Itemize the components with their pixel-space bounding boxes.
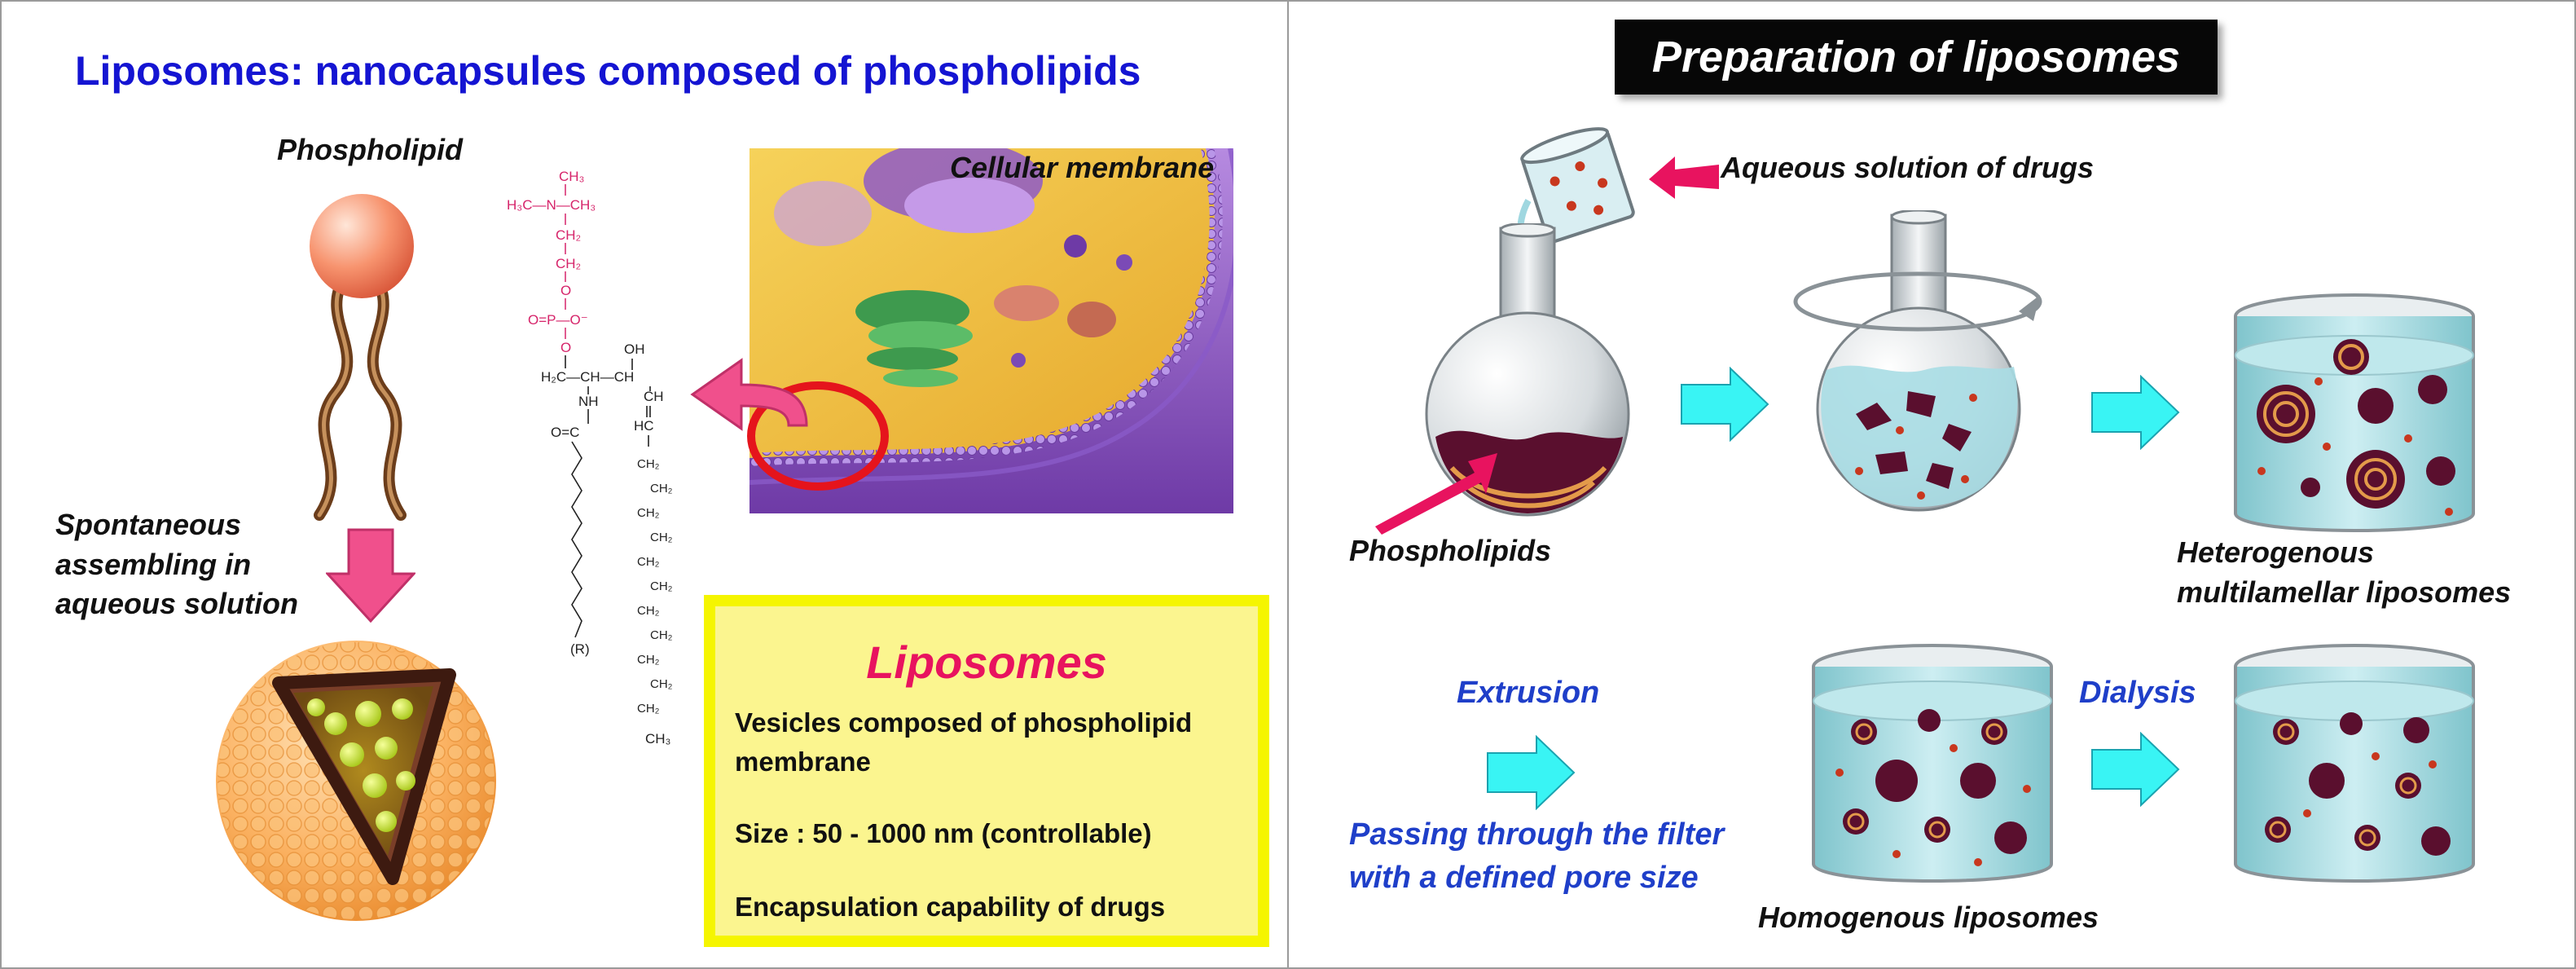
- formula-ch2-unit: CH₂: [637, 653, 660, 667]
- liposomes-info-box: Liposomes Vesicles composed of phospholi…: [704, 595, 1269, 947]
- cellular-membrane-illustration: [750, 148, 1233, 513]
- phospholipid-label: Phospholipid: [277, 133, 463, 166]
- formula-ch2-unit: CH₂: [650, 628, 673, 642]
- membrane-to-formula-arrow-icon: [690, 358, 808, 431]
- assembly-label-line1: Spontaneous: [55, 508, 242, 541]
- formula-ch2-unit: CH₂: [650, 677, 673, 691]
- formula-ch2-unit: CH₂: [637, 506, 660, 520]
- formula-ch2-chain: CH₂ CH₂ CH₂ CH₂ CH₂ CH₂ CH₂ CH₂ CH₂ CH₂ CH₂: [637, 457, 673, 716]
- dialysis-label: Dialysis: [2079, 676, 2196, 710]
- dialysis-arrow-icon: [2091, 732, 2180, 807]
- assembly-label: Spontaneous assembling in aqueous soluti…: [55, 505, 298, 624]
- formula-o-bottom: O: [560, 340, 571, 355]
- formula-ch2-b: CH₂: [556, 256, 581, 271]
- formula-r-group: (R): [570, 641, 590, 657]
- phospholipid-structural-formula: CH₃ H₃C—N—CH₃ CH₂ CH₂ O O=P—O⁻ O H₂C—CH—…: [507, 169, 673, 747]
- formula-ch-alkene: CH: [644, 389, 664, 404]
- formula-carbonyl: O=C: [551, 425, 579, 440]
- assembly-arrow-icon: [326, 528, 415, 623]
- pouring-beaker-illustration: [1517, 127, 1635, 247]
- filter-label-line2: with a defined pore size: [1349, 861, 1699, 896]
- formula-ch2-unit: CH₂: [637, 457, 660, 471]
- aqueous-pointer-arrow-icon: [1649, 156, 1719, 199]
- formula-ch3-end: CH₃: [645, 731, 670, 747]
- step-arrow-2-icon: [2091, 375, 2180, 450]
- beaker-dialyzed-illustration: [2234, 644, 2475, 883]
- info-box-line2: Size : 50 - 1000 nm (controllable): [735, 817, 1152, 848]
- assembly-label-line3: aqueous solution: [55, 587, 299, 621]
- formula-phosphate: O=P—O⁻: [528, 312, 588, 328]
- filter-label: Passing through the filter with a define…: [1349, 813, 1724, 900]
- info-box-line1: Vesicles composed of phospholipid membra…: [735, 707, 1193, 777]
- aqueous-solution-label: Aqueous solution of drugs: [1721, 151, 2094, 184]
- extrusion-arrow-icon: [1487, 735, 1576, 810]
- flask-rotation-hydration-illustration: [1793, 210, 2042, 512]
- beaker-homogenous-illustration: [1812, 644, 2053, 883]
- heterogenous-label-line2: multilamellar liposomes: [2177, 575, 2512, 609]
- left-title: Liposomes: nanocapsules composed of phos…: [75, 48, 1141, 94]
- step-arrow-1-icon: [1681, 367, 1769, 442]
- formula-nh: NH: [578, 394, 599, 409]
- formula-ch2-unit: CH₂: [637, 702, 660, 716]
- formula-amine: H₃C—N—CH₃: [507, 197, 596, 213]
- info-box-line3: Encapsulation capability of drugs: [735, 891, 1166, 922]
- homogenous-label: Homogenous liposomes: [1758, 901, 2099, 934]
- right-panel: Preparation of liposomes Aqueous solutio…: [1287, 0, 2576, 969]
- formula-ch2-unit: CH₂: [650, 531, 673, 544]
- phospholipid-illustration: [310, 194, 414, 521]
- assembly-label-line2: assembling in: [55, 547, 252, 581]
- membrane-highlight-circle: [747, 381, 889, 491]
- lipid-head-icon: [310, 194, 414, 298]
- heterogenous-label-line1: Heterogenous: [2177, 535, 2375, 569]
- filter-label-line1: Passing through the filter: [1349, 817, 1725, 852]
- beaker-heterogenous-illustration: [2234, 293, 2475, 532]
- formula-ch3-top: CH₃: [559, 169, 584, 184]
- preparation-title: Preparation of liposomes: [1615, 20, 2218, 95]
- cellular-membrane-label: Cellular membrane: [950, 151, 1215, 184]
- left-panel: Liposomes: nanocapsules composed of phos…: [0, 0, 1289, 969]
- formula-ch2-unit: CH₂: [637, 604, 660, 618]
- liposome-cross-section-illustration: [216, 641, 496, 921]
- phospholipids-pointer-arrow-icon: [1375, 453, 1497, 535]
- extrusion-label: Extrusion: [1457, 676, 1600, 710]
- formula-ch2-unit: CH₂: [650, 579, 673, 593]
- formula-o-top: O: [560, 283, 571, 298]
- phospholipids-label: Phospholipids: [1349, 534, 1551, 567]
- formula-ch2-unit: CH₂: [650, 482, 673, 496]
- formula-ch2-a: CH₂: [556, 227, 581, 243]
- formula-oh: OH: [624, 341, 645, 357]
- formula-ch2-unit: CH₂: [637, 555, 660, 569]
- info-box-title: Liposomes: [866, 636, 1107, 688]
- heterogenous-label: Heterogenous multilamellar liposomes: [2177, 533, 2511, 612]
- formula-hc-alkene: HC: [634, 418, 654, 434]
- formula-backbone: H₂C—CH—CH: [541, 369, 634, 385]
